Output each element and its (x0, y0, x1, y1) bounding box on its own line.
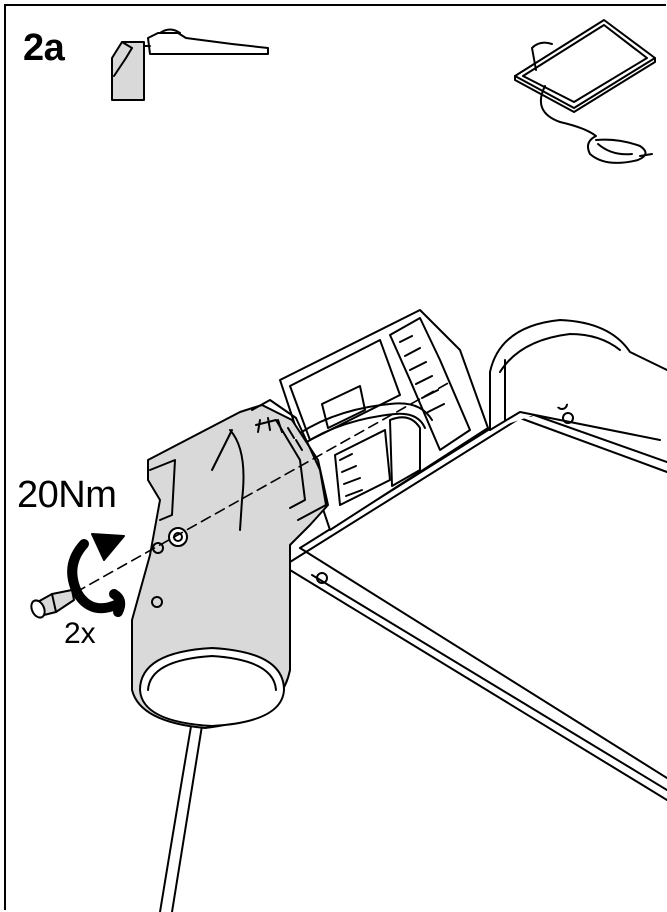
assembly-axis-line (61, 381, 451, 601)
screw-icon (30, 589, 75, 619)
screw-quantity-label: 2x (64, 617, 96, 650)
luminaire-panel-with-cable-icon (514, 19, 656, 164)
luminaire-side-view-icon (111, 28, 269, 101)
mounting-bracket (489, 319, 667, 441)
pole-adapter (131, 399, 329, 729)
step-label: 2a (23, 27, 65, 69)
clockwise-rotation-arrow-icon (67, 533, 126, 617)
page-frame (4, 4, 666, 910)
torque-label: 20Nm (17, 474, 117, 516)
